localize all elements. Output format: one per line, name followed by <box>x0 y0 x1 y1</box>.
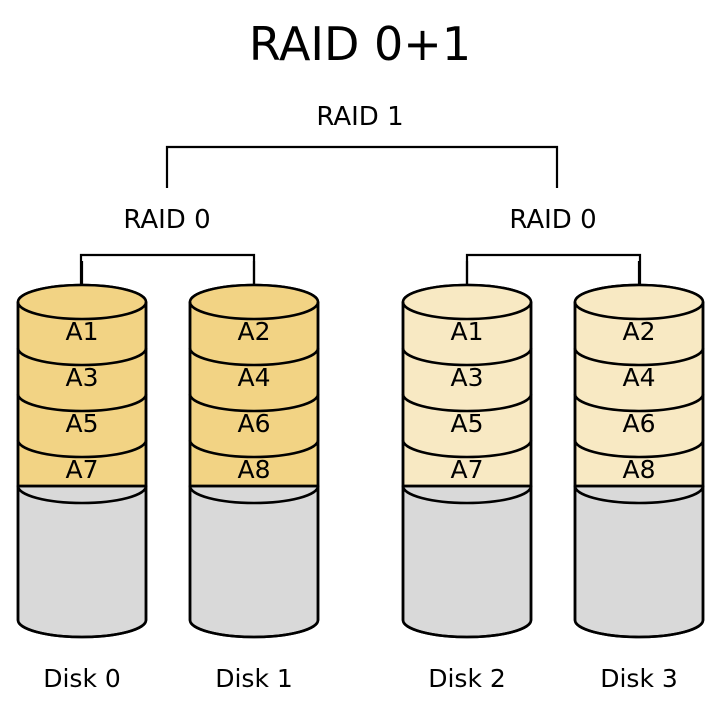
disk-block-label: A1 <box>65 317 98 346</box>
disk-band-separator <box>573 393 705 413</box>
disk-block-label: A7 <box>65 455 98 484</box>
disk-block-label: A3 <box>450 363 483 392</box>
disk-block-label: A6 <box>237 409 270 438</box>
disk-free-space <box>573 484 705 639</box>
disk-band-separator <box>188 393 320 413</box>
disk-block-label: A3 <box>65 363 98 392</box>
disk-block-label: A4 <box>622 363 655 392</box>
disk-band-separator <box>573 485 705 505</box>
disk-band-separator <box>188 485 320 505</box>
group-label-raid0-left: RAID 0 <box>123 205 210 235</box>
disk-outline <box>188 302 320 639</box>
disk-block-label: A8 <box>622 455 655 484</box>
disk-block-label: A7 <box>450 455 483 484</box>
disk-band-separator <box>16 485 148 505</box>
disk-block-label: A5 <box>65 409 98 438</box>
disk-band-separator <box>16 347 148 367</box>
disk-name-label: Disk 3 <box>600 664 678 693</box>
disk-band-separator <box>401 439 533 459</box>
disk-outline <box>16 302 148 639</box>
disk-outline <box>573 302 705 639</box>
bracket-raid1 <box>165 145 559 188</box>
diagram-title: RAID 0+1 <box>249 17 471 71</box>
disk-top-surface <box>573 283 705 321</box>
disk-top-surface <box>188 283 320 321</box>
disk-band-separator <box>573 439 705 459</box>
disk-band-separator <box>188 347 320 367</box>
disk-band-separator <box>401 393 533 413</box>
disk-top-surface <box>16 283 148 321</box>
disk-free-space <box>188 484 320 639</box>
group-label-raid1: RAID 1 <box>316 102 403 132</box>
disk-top-surface <box>401 283 533 321</box>
disk-name-label: Disk 0 <box>43 664 121 693</box>
disk-band-separator <box>573 347 705 367</box>
disk-band-separator <box>16 439 148 459</box>
disk-block-label: A6 <box>622 409 655 438</box>
disk-name-label: Disk 2 <box>428 664 506 693</box>
disk-block-label: A2 <box>622 317 655 346</box>
disk-band-separator <box>16 393 148 413</box>
disk-name-label: Disk 1 <box>215 664 293 693</box>
disk-band-separator <box>401 485 533 505</box>
group-label-raid0-right: RAID 0 <box>509 205 596 235</box>
disk-free-space <box>401 484 533 639</box>
disk-free-space <box>16 484 148 639</box>
disk-block-label: A5 <box>450 409 483 438</box>
disk-outline <box>401 302 533 639</box>
disk-block-label: A2 <box>237 317 270 346</box>
disk-block-label: A8 <box>237 455 270 484</box>
disk-block-label: A1 <box>450 317 483 346</box>
disk-band-separator <box>188 439 320 459</box>
disk-band-separator <box>401 347 533 367</box>
disk-block-label: A4 <box>237 363 270 392</box>
